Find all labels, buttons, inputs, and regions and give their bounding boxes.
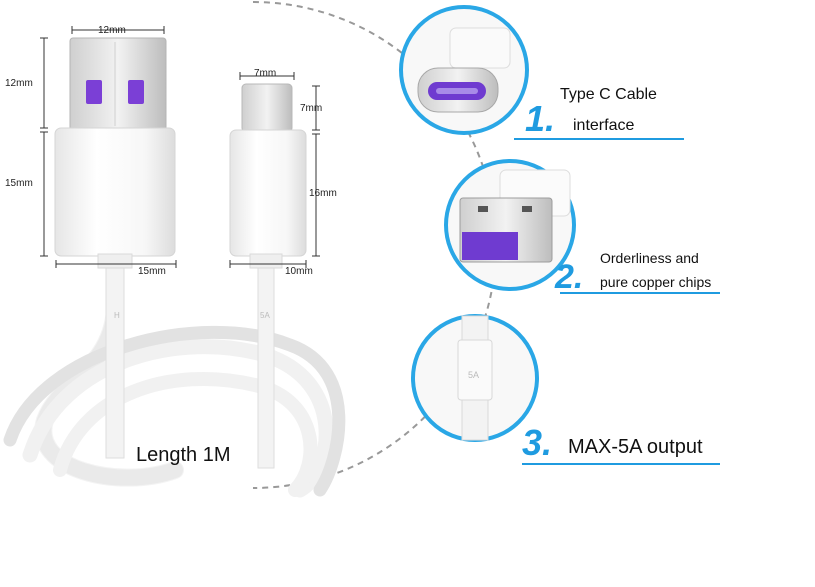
feature-2-line1: Orderliness and xyxy=(600,250,699,266)
feature-3-underline xyxy=(522,463,720,465)
typec-width-label: 7mm xyxy=(254,68,277,79)
cable-length-label: Length 1M xyxy=(136,444,231,466)
typec-plug-height-label: 7mm xyxy=(300,103,323,114)
typec-body-height-label: 16mm xyxy=(309,188,337,199)
feature-2-underline xyxy=(560,292,720,294)
usb-plug-height-label: 12mm xyxy=(5,78,33,89)
feature-circle-usb xyxy=(444,159,576,291)
dimension-lines xyxy=(40,26,320,268)
feature-3-line1: MAX-5A output xyxy=(568,436,703,458)
feature-1-line2: interface xyxy=(573,117,635,134)
svg-text:5A: 5A xyxy=(468,370,479,380)
usb-body-width-label: 15mm xyxy=(138,266,166,277)
feature-2-line2: pure copper chips xyxy=(600,274,712,290)
feature-1-number: 1. xyxy=(525,98,556,139)
feature-1-line1: Type C Cable xyxy=(560,86,657,103)
usb-width-label: 12mm xyxy=(98,25,126,36)
usb-a-connector xyxy=(54,37,176,269)
type-c-connector xyxy=(229,83,307,269)
feature-circle-typec xyxy=(399,5,529,135)
feature-2-number: 2. xyxy=(555,258,584,296)
feature-circle-cable: 5A xyxy=(411,314,539,442)
feature-1-underline xyxy=(514,138,684,140)
usb-body-height-label: 15mm xyxy=(5,178,33,189)
typec-cable-stamp: 5A xyxy=(260,311,270,320)
usb-cable-stamp: H xyxy=(114,311,120,320)
typec-body-width-label: 10mm xyxy=(285,266,313,277)
feature-3-number: 3. xyxy=(522,422,553,463)
